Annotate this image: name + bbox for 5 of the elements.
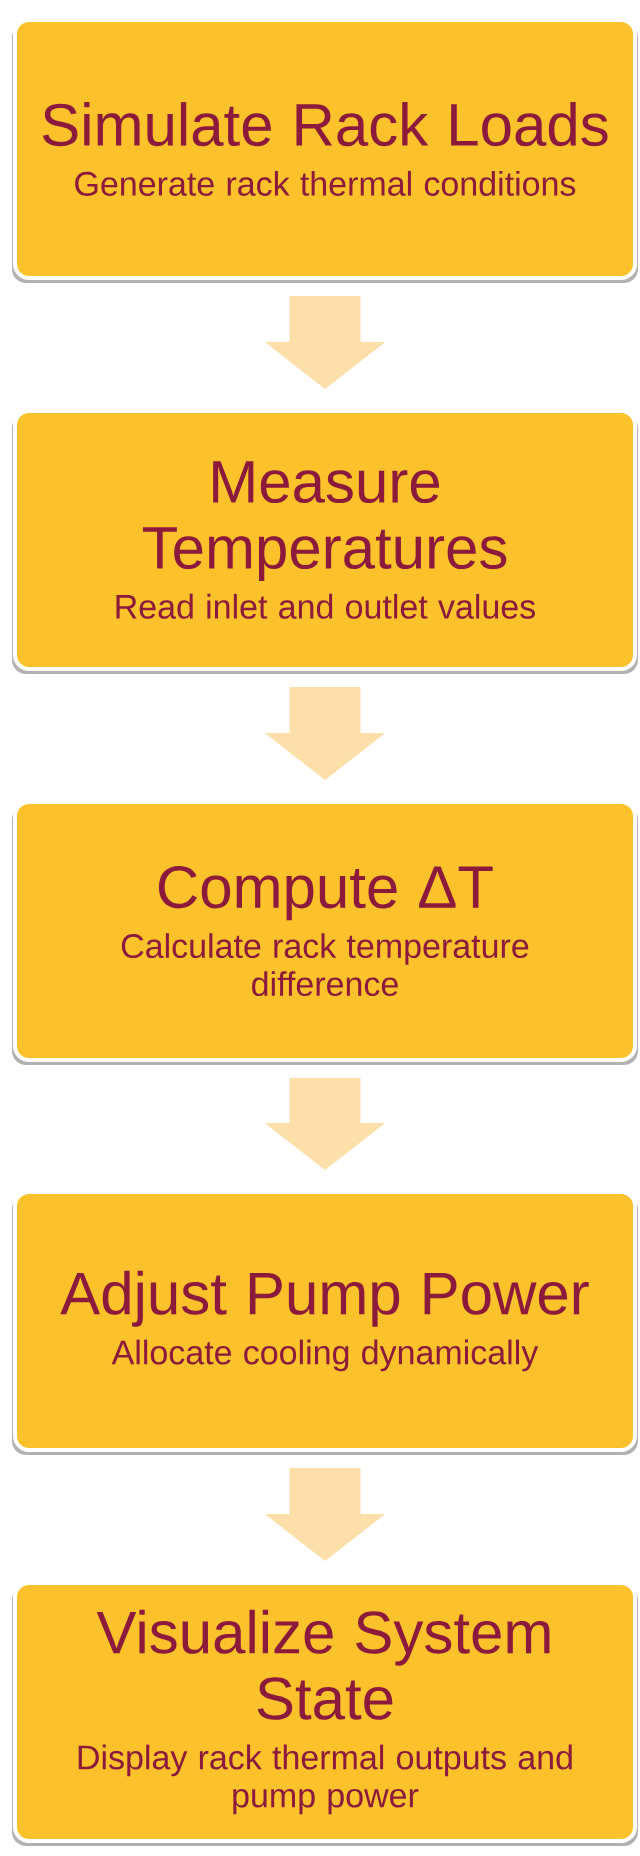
process-box: Compute ΔT Calculate rack temperature difference: [12, 800, 638, 1065]
process-box: Simulate Rack Loads Generate rack thermal conditions: [12, 18, 638, 283]
process-box: Adjust Pump Power Allocate cooling dynamically: [12, 1190, 638, 1455]
process-box: Measure Temperatures Read inlet and outlet values: [12, 409, 638, 674]
process-box: Visualize System State Display rack thermal outputs and pump power: [12, 1581, 638, 1846]
